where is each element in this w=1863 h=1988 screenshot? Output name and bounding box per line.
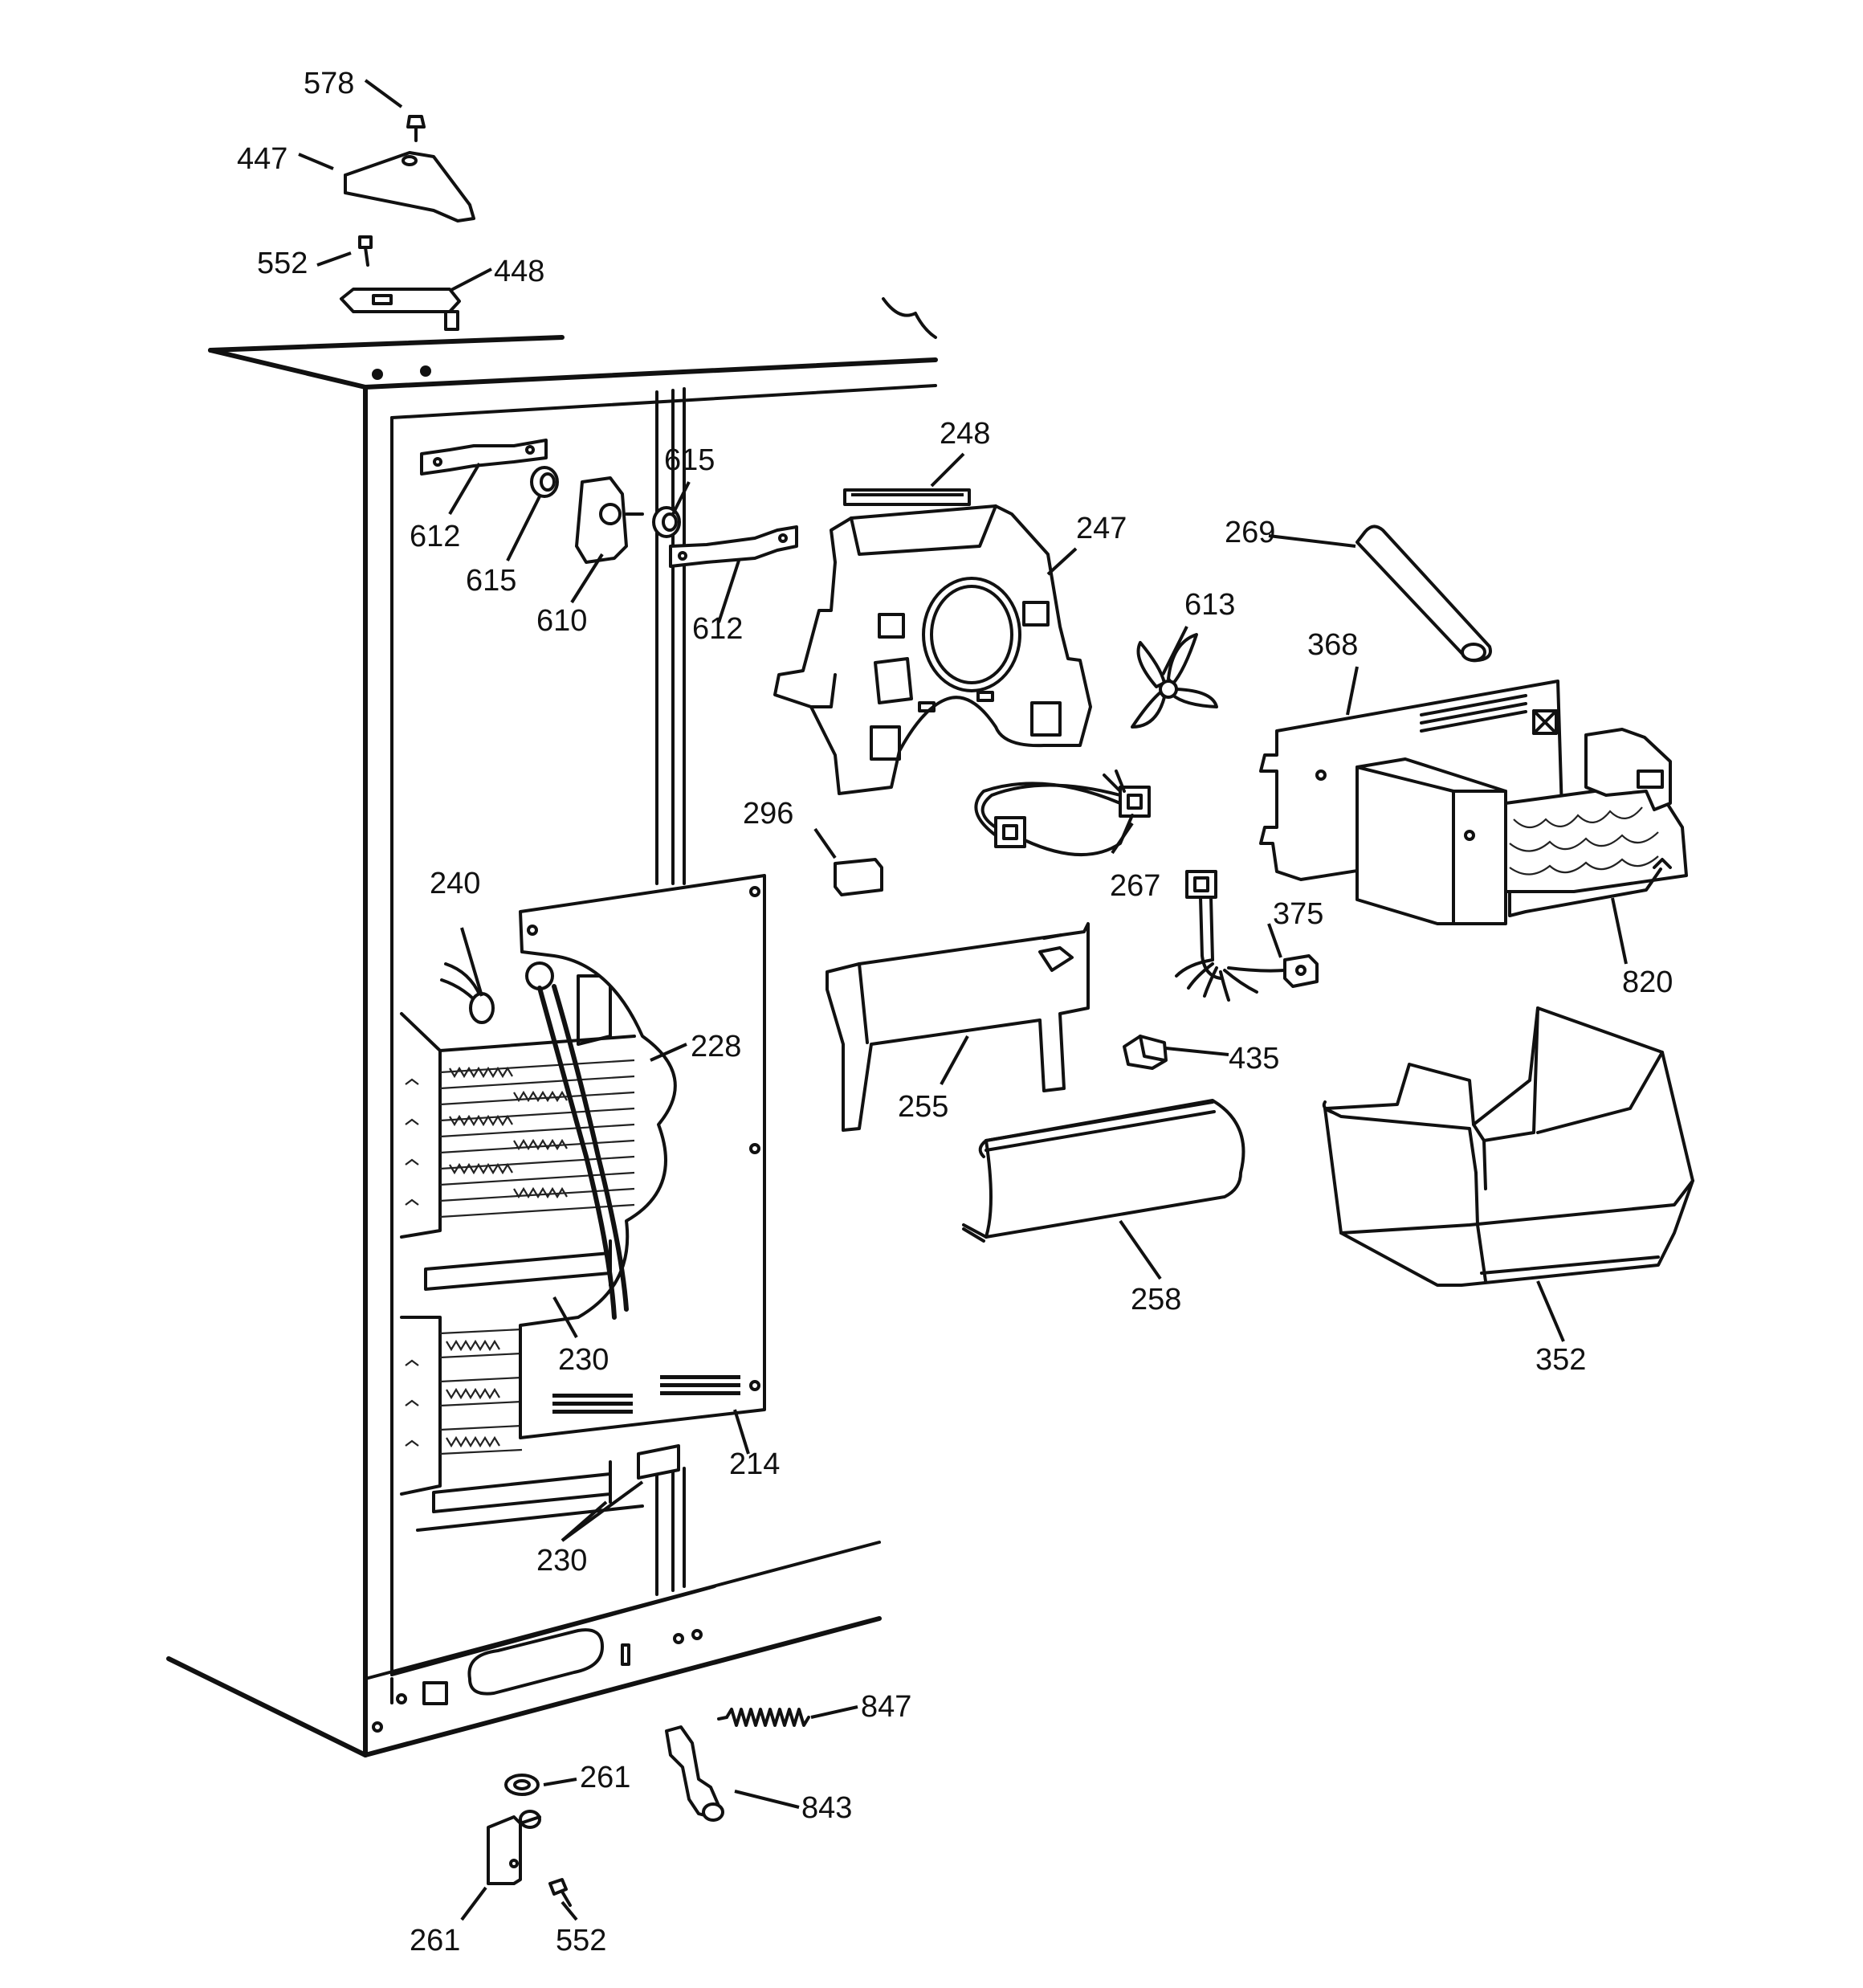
- cover-vents: [552, 1375, 740, 1414]
- wire-harness: [974, 769, 1151, 856]
- label-230-lower: 230: [536, 1544, 587, 1578]
- valve-harness: [1175, 870, 1319, 1002]
- label-230-upper: 230: [558, 1343, 609, 1377]
- evaporator-side-marks: [405, 1078, 419, 1447]
- label-375: 375: [1273, 897, 1323, 931]
- part-labels: 578 447 552 448 612 615 615 610 612 248 …: [237, 67, 1673, 1957]
- label-248: 248: [940, 417, 990, 451]
- label-612-right: 612: [692, 612, 743, 646]
- fan-motor-assembly: [420, 439, 798, 568]
- evaporator-fins-lower: [439, 1328, 523, 1455]
- label-613: 613: [1184, 588, 1235, 622]
- mounting-bracket: [826, 922, 1090, 1132]
- fan-blade: [1131, 633, 1218, 729]
- relay: [834, 858, 883, 896]
- cabinet: [166, 297, 938, 1757]
- label-267: 267: [1110, 869, 1160, 903]
- label-610: 610: [536, 604, 587, 638]
- bottom-hardware: [487, 1708, 810, 1907]
- label-255: 255: [898, 1090, 948, 1124]
- label-615-right: 615: [664, 443, 715, 477]
- label-296: 296: [743, 797, 793, 831]
- label-240: 240: [430, 867, 480, 900]
- label-847: 847: [861, 1690, 911, 1724]
- label-448: 448: [494, 255, 544, 288]
- small-fitting: [1123, 1035, 1168, 1070]
- label-612-left: 612: [410, 520, 460, 553]
- fan-housing: [773, 488, 1092, 795]
- top-hinge-parts: [340, 115, 475, 331]
- ice-bucket: [1322, 1006, 1694, 1287]
- label-261-hinge: 261: [410, 1924, 460, 1957]
- label-552-top: 552: [257, 247, 308, 280]
- ice-mold-cups: [1509, 806, 1659, 876]
- label-368: 368: [1307, 628, 1358, 662]
- label-247: 247: [1076, 512, 1127, 545]
- label-261-washer: 261: [580, 1761, 630, 1794]
- label-258: 258: [1131, 1283, 1181, 1316]
- evaporator-assembly: [400, 874, 766, 1532]
- fill-tube: [1355, 525, 1492, 663]
- label-843: 843: [801, 1791, 852, 1825]
- label-228: 228: [691, 1030, 741, 1063]
- label-214: 214: [729, 1447, 780, 1481]
- icemaker: [1355, 728, 1688, 925]
- label-552-bottom: 552: [556, 1924, 606, 1957]
- shroud-cover: [962, 1099, 1245, 1243]
- label-352: 352: [1535, 1343, 1586, 1377]
- label-447: 447: [237, 142, 287, 176]
- label-269: 269: [1225, 516, 1275, 549]
- label-578: 578: [304, 67, 354, 100]
- label-435: 435: [1229, 1042, 1279, 1076]
- label-615-left: 615: [466, 564, 516, 598]
- leader-lines: [298, 79, 1628, 1921]
- label-820: 820: [1622, 965, 1673, 999]
